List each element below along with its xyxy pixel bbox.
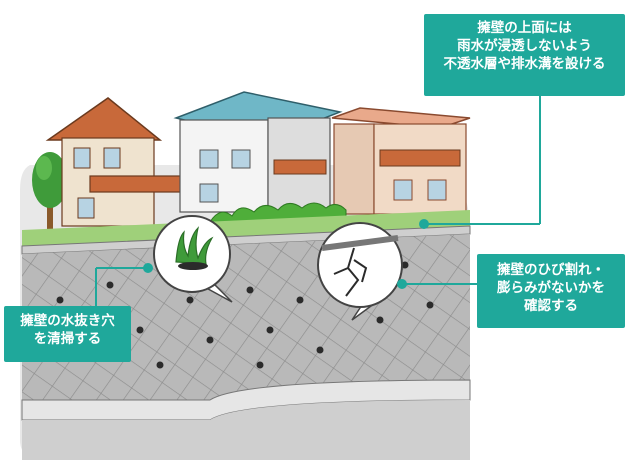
callout-right: 擁壁のひび割れ・ 膨らみがないかを 確認する bbox=[477, 254, 625, 328]
callout-left-line-2: を清掃する bbox=[33, 331, 102, 348]
house-icon bbox=[331, 107, 471, 215]
callout-connectors bbox=[95, 96, 541, 306]
crack-icon bbox=[317, 222, 403, 321]
house-icon bbox=[173, 91, 343, 213]
callout-right-line-2: 膨らみがないかを bbox=[497, 280, 605, 297]
callout-right-line-1: 擁壁のひび割れ・ bbox=[497, 262, 605, 278]
callout-left: 擁壁の水抜き穴 を清掃する bbox=[4, 306, 131, 362]
callout-top-line-3: 不透水層や排水溝を設ける bbox=[443, 56, 606, 73]
house-icon bbox=[45, 97, 195, 227]
callout-left-line-1: 擁壁の水抜き穴 bbox=[20, 313, 115, 329]
drain-hole-icon bbox=[56, 261, 434, 369]
road-curb bbox=[21, 379, 471, 460]
weed-icon bbox=[153, 215, 233, 303]
tree-icon bbox=[32, 152, 68, 230]
callout-top-line-2: 雨水が浸透しないよう bbox=[457, 38, 592, 55]
callout-top-line-1: 擁壁の上面には bbox=[477, 20, 572, 36]
callout-top: 擁壁の上面には 雨水が浸透しないよう 不透水層や排水溝を設ける bbox=[424, 14, 625, 96]
callout-right-line-3: 確認する bbox=[524, 298, 578, 315]
